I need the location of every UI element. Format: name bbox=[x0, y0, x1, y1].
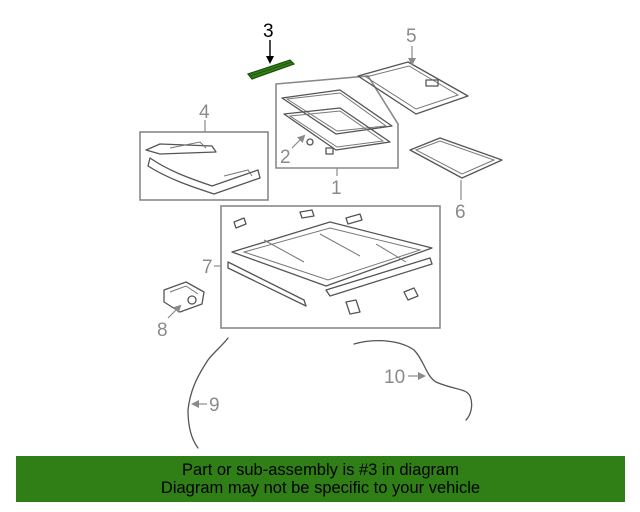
callout-10[interactable]: 10 bbox=[384, 367, 405, 388]
callout-9[interactable]: 9 bbox=[209, 395, 220, 416]
part-8-motor[interactable] bbox=[163, 281, 205, 313]
banner-line-2: Diagram may not be specific to your vehi… bbox=[160, 479, 481, 497]
part-6-weatherstrip[interactable] bbox=[409, 137, 503, 179]
part-5-sunshade[interactable] bbox=[357, 61, 469, 115]
assembly-1-frame bbox=[275, 75, 399, 169]
callout-4[interactable]: 4 bbox=[199, 102, 210, 123]
part-10-drain-hose[interactable] bbox=[353, 340, 473, 421]
callout-6[interactable]: 6 bbox=[455, 202, 466, 223]
part-4-drive-rails[interactable] bbox=[145, 141, 261, 195]
callout-2[interactable]: 2 bbox=[280, 147, 291, 168]
part-9-drain-hose[interactable] bbox=[187, 337, 229, 449]
leader-8 bbox=[167, 304, 182, 319]
callout-7[interactable]: 7 bbox=[202, 257, 213, 278]
banner-line-1: Part or sub-assembly is #3 in diagram bbox=[182, 461, 459, 479]
callout-3[interactable]: 3 bbox=[263, 21, 274, 42]
part-7-housing[interactable] bbox=[227, 209, 433, 315]
part-4-frame bbox=[139, 131, 269, 201]
callout-5[interactable]: 5 bbox=[406, 26, 417, 47]
callout-1[interactable]: 1 bbox=[331, 178, 342, 199]
leader-2 bbox=[291, 134, 306, 149]
part-1-glass-panel[interactable] bbox=[281, 89, 393, 135]
info-banner: Part or sub-assembly is #3 in diagram Di… bbox=[16, 456, 625, 502]
callout-8[interactable]: 8 bbox=[157, 320, 168, 341]
part-3-weatherstrip[interactable] bbox=[246, 59, 296, 80]
part-7-frame bbox=[220, 205, 441, 329]
part-2-glass-seal[interactable] bbox=[283, 107, 391, 155]
